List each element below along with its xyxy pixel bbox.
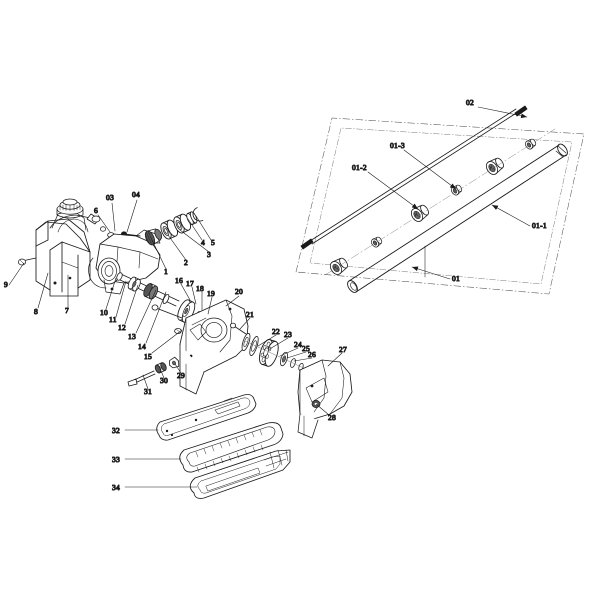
callout-04: 04 [132, 190, 140, 199]
callout-22: 22 [272, 327, 280, 336]
callout-3: 3 [207, 250, 211, 259]
gear-housing-part [88, 229, 161, 295]
tube-inner-envelope [309, 127, 573, 285]
callout-01-3: 01-3 [390, 141, 405, 150]
callout-18: 18 [196, 284, 204, 293]
callout-26: 26 [308, 350, 316, 359]
callout-16: 16 [175, 276, 183, 285]
callout-12: 12 [118, 323, 126, 332]
tube-reference-envelope [295, 117, 585, 295]
callout-8: 8 [34, 307, 38, 316]
callout-03: 03 [106, 193, 114, 202]
callout-6: 6 [94, 206, 98, 215]
callout-23: 23 [284, 330, 292, 339]
inner-drive-shaft-part [300, 105, 528, 250]
bracket-plate-part [179, 299, 249, 373]
callout-4: 4 [201, 238, 205, 247]
sprocket-cover-part [297, 359, 353, 439]
callout-01: 01 [452, 274, 460, 283]
callout-19: 19 [207, 289, 215, 298]
callout-leaders [8, 106, 531, 488]
oil-tank-part [35, 209, 91, 297]
callout-30: 30 [160, 376, 168, 385]
drive-shaft-assembly [295, 105, 585, 295]
callout-13: 13 [128, 332, 136, 341]
callout-9: 9 [4, 280, 8, 289]
callout-1: 1 [164, 267, 168, 276]
bevel-gear-and-bearings [144, 207, 204, 246]
callout-labels: 02 01-3 01-2 01-1 01 03 04 5 4 6 1 2 3 7… [4, 98, 548, 493]
callout-11: 11 [109, 315, 117, 324]
pivot-pin-part [229, 322, 247, 335]
callout-17: 17 [186, 279, 194, 288]
callout-25: 25 [302, 344, 310, 353]
callout-15: 15 [144, 352, 152, 361]
callout-01-2: 01-2 [352, 163, 367, 172]
sprocket-cover-assembly [127, 299, 353, 439]
callout-14: 14 [138, 342, 146, 351]
oil-cap-part [56, 198, 84, 219]
callout-28: 28 [328, 413, 336, 422]
chain-tensioner-parts [127, 356, 180, 387]
gearhead-assembly [18, 198, 211, 334]
callout-34: 34 [112, 483, 120, 492]
callout-02: 02 [466, 98, 474, 107]
bracket-flange [179, 343, 205, 395]
outer-tube-part [347, 143, 568, 293]
callout-20: 20 [235, 287, 243, 296]
callout-32: 32 [112, 426, 120, 435]
callout-10: 10 [100, 308, 108, 317]
callout-21: 21 [246, 310, 254, 319]
callout-7: 7 [65, 306, 69, 315]
callout-2: 2 [184, 258, 188, 267]
shaft-bushings [327, 136, 538, 278]
callout-33: 33 [112, 455, 120, 464]
callout-29: 29 [177, 371, 185, 380]
clutch-sprocket-stack [241, 332, 309, 372]
guide-bar-part [156, 394, 257, 441]
callout-01-1: 01-1 [532, 221, 547, 230]
callout-31: 31 [144, 387, 152, 396]
callout-27: 27 [339, 345, 347, 354]
callout-5: 5 [211, 238, 215, 247]
saw-chain-part [179, 422, 284, 473]
callout-24: 24 [294, 340, 302, 349]
shaft-centreline [324, 128, 556, 276]
bar-chain-assembly [156, 394, 291, 499]
